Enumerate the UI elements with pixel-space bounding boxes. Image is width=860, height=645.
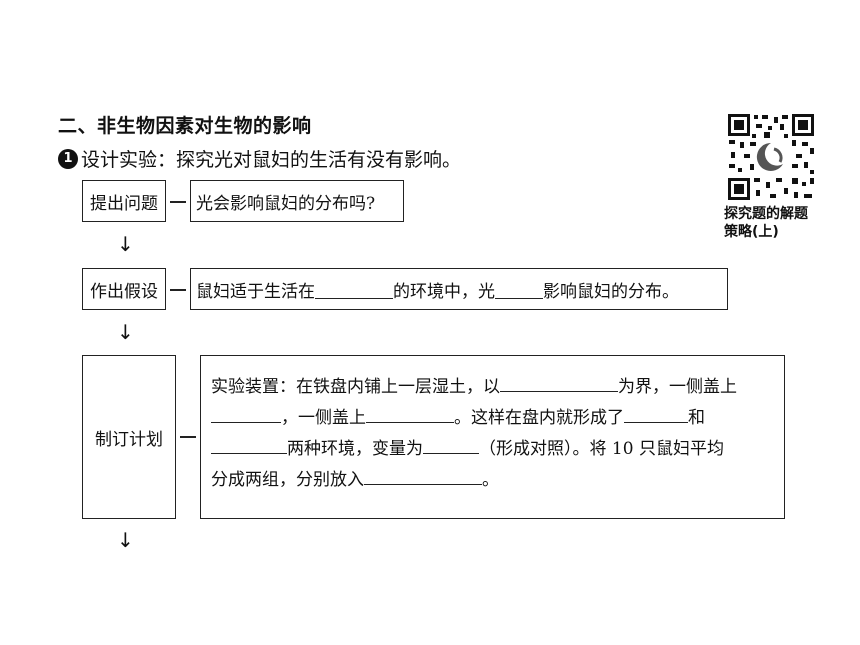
qr-caption: 探究题的解题策略(上)	[724, 206, 808, 240]
question-label-box: 提出问题	[82, 180, 166, 222]
plan-text-2: 为界，一侧盖上	[618, 377, 737, 397]
plan-text-1: 实验装置：在铁盘内铺上一层湿土，以	[211, 377, 500, 397]
question-content: 光会影响鼠妇的分布吗?	[196, 193, 376, 214]
question-connector	[170, 201, 186, 203]
down-arrow-icon: ↓	[117, 528, 134, 552]
plan-label-box: 制订计划	[82, 355, 176, 519]
plan-content: 实验装置：在铁盘内铺上一层湿土，以 为界，一侧盖上 ，一侧盖上 。这样在盘内就形成了…	[211, 372, 781, 496]
blank-environment-2[interactable]	[211, 435, 287, 454]
design-instruction: 1 设计实验：探究光对鼠妇的生活有没有影响。	[58, 145, 461, 172]
design-text: 设计实验：探究光对鼠妇的生活有没有影响。	[81, 149, 462, 171]
hypothesis-content-box: 鼠妇适于生活在 的环境中，光 影响鼠妇的分布。	[190, 268, 728, 310]
hypothesis-label-box: 作出假设	[82, 268, 166, 310]
plan-text-6: 两种环境，变量为	[287, 439, 423, 459]
plan-content-box	[200, 355, 785, 519]
question-label: 提出问题	[90, 193, 158, 214]
plan-text-3: ，一侧盖上	[281, 408, 366, 428]
section-title: 二、非生物因素对生物的影响	[58, 115, 312, 137]
blank-boundary[interactable]	[500, 373, 618, 392]
qr-code-icon[interactable]	[726, 112, 816, 202]
plan-connector	[180, 436, 196, 438]
blank-placement[interactable]	[364, 466, 482, 485]
plan-text-7: （形成对照）。将 10 只鼠妇平均	[479, 439, 724, 459]
question-content-box: 光会影响鼠妇的分布吗?	[190, 180, 404, 222]
hypothesis-text-3: 影响鼠妇的分布。	[543, 281, 679, 302]
hypothesis-text-1: 鼠妇适于生活在	[196, 281, 315, 302]
blank-environment-1[interactable]	[624, 404, 688, 423]
hypothesis-connector	[170, 289, 186, 291]
plan-text-5: 和	[688, 408, 705, 428]
plan-label: 制订计划	[95, 429, 163, 450]
plan-text-8: 分成两组，分别放入	[211, 470, 364, 490]
plan-text-4: 。这样在盘内就形成了	[454, 408, 624, 428]
down-arrow-icon: ↓	[117, 232, 134, 256]
blank-cover-1[interactable]	[211, 404, 281, 423]
hypothesis-label: 作出假设	[90, 281, 158, 302]
blank-hypothesis-environment[interactable]	[315, 280, 393, 299]
number-badge: 1	[58, 148, 78, 169]
down-arrow-icon: ↓	[117, 320, 134, 344]
hypothesis-text-2: 的环境中，光	[393, 281, 495, 302]
plan-text-9: 。	[482, 470, 499, 490]
blank-variable[interactable]	[423, 435, 479, 454]
blank-cover-2[interactable]	[366, 404, 454, 423]
blank-hypothesis-effect[interactable]	[495, 280, 543, 299]
